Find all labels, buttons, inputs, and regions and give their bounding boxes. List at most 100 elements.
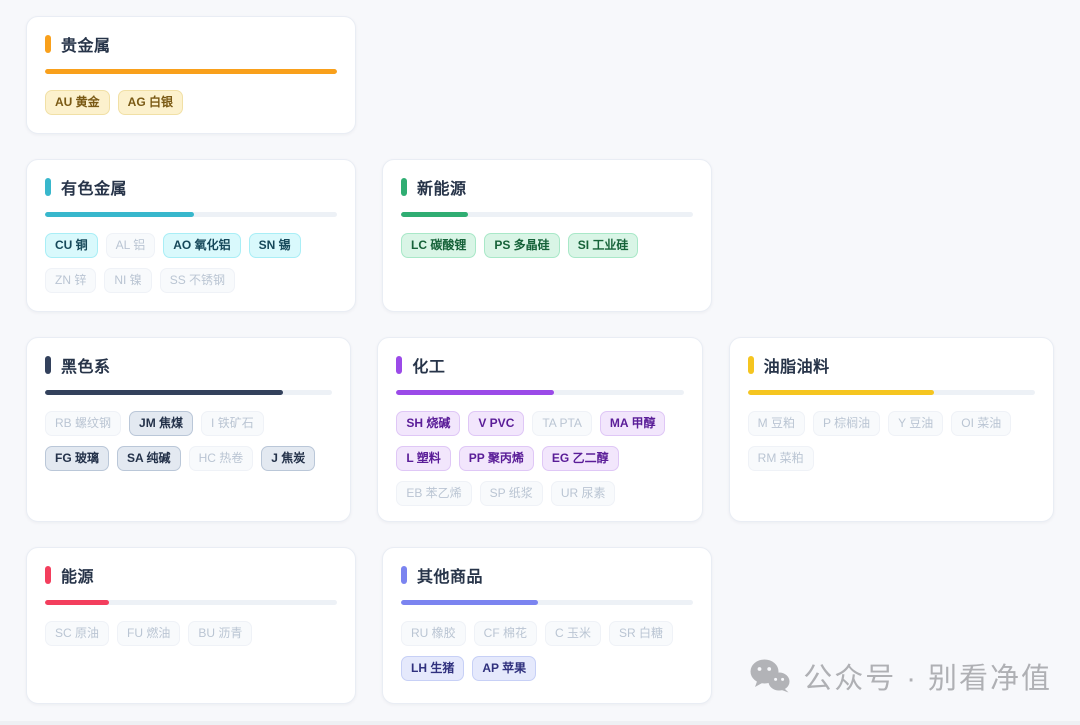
commodity-chip[interactable]: AO 氧化铝 — [163, 233, 241, 258]
chip-list: SH 烧碱 V PVC TA PTA MA 甲醇 L 塑料 PP 聚丙烯 EG 乙二醇 EB … — [396, 411, 683, 506]
commodity-chip[interactable]: V PVC — [468, 411, 525, 436]
category-title: 其他商品 — [417, 569, 484, 586]
card-header: 黑色系 — [45, 355, 332, 376]
commodity-chip[interactable]: P 棕榈油 — [813, 411, 881, 436]
commodity-chip[interactable]: SS 不锈钢 — [159, 268, 236, 293]
card-row: 能源 SC 原油 FU 燃油 BU 沥青 其他商品 RU 橡胶 CF 棉花 C 玉米 SR 白糖… — [26, 547, 1054, 704]
card-header: 新能源 — [401, 177, 693, 198]
accent-bar — [401, 566, 407, 584]
commodity-chip[interactable]: JM 焦煤 — [129, 411, 194, 436]
progress-track — [401, 212, 693, 217]
category-title: 能源 — [61, 569, 95, 586]
commodity-chip[interactable]: TA PTA — [532, 411, 592, 436]
commodity-chip[interactable]: PP 聚丙烯 — [458, 446, 534, 471]
commodity-chip[interactable]: MA 甲醇 — [599, 411, 666, 436]
commodity-chip[interactable]: CF 棉花 — [473, 621, 538, 646]
chip-list: M 豆粕 P 棕榈油 Y 豆油 OI 菜油 RM 菜粕 — [747, 411, 1035, 471]
commodity-chip[interactable]: BU 沥青 — [188, 621, 253, 646]
commodity-chip[interactable]: Y 豆油 — [888, 411, 944, 436]
commodity-chip[interactable]: AP 苹果 — [472, 656, 537, 681]
card-header: 油脂油料 — [747, 355, 1035, 376]
chip-list: SC 原油 FU 燃油 BU 沥青 — [45, 621, 337, 646]
card-header: 有色金属 — [45, 177, 337, 198]
card-row: 有色金属 CU 铜 AL 铝 AO 氧化铝 SN 锡 ZN 锌 NI 镍 SS 不锈钢 新能源 L… — [26, 159, 1054, 312]
category-title: 贵金属 — [61, 38, 111, 55]
commodity-chip[interactable]: RB 螺纹钢 — [45, 411, 122, 436]
commodity-chip[interactable]: PS 多晶硅 — [484, 233, 560, 258]
progress-track — [45, 69, 337, 74]
progress-fill — [45, 212, 194, 217]
commodity-chip[interactable]: J 焦炭 — [261, 446, 316, 471]
commodity-chip[interactable]: RU 橡胶 — [401, 621, 466, 646]
accent-bar — [401, 178, 407, 196]
watermark-text: 公众号 · 别看净值 — [803, 663, 1052, 695]
chip-list: LC 碳酸锂 PS 多晶硅 SI 工业硅 — [401, 233, 693, 258]
commodity-chip[interactable]: FG 玻璃 — [45, 446, 109, 471]
commodity-chip[interactable]: SP 纸浆 — [479, 481, 543, 506]
commodity-chip[interactable]: SH 烧碱 — [396, 411, 461, 436]
card-header: 能源 — [45, 565, 337, 586]
bottom-edge — [0, 721, 1080, 725]
card-header: 其他商品 — [401, 565, 693, 586]
commodity-chip[interactable]: AU 黄金 — [45, 90, 110, 115]
commodity-chip[interactable]: ZN 锌 — [45, 268, 97, 293]
category-card: 贵金属 AU 黄金 AG 白银 — [26, 16, 356, 134]
progress-fill — [45, 69, 337, 74]
commodity-chip[interactable]: SC 原油 — [45, 621, 110, 646]
category-card: 能源 SC 原油 FU 燃油 BU 沥青 — [26, 547, 356, 704]
commodity-chip[interactable]: UR 尿素 — [550, 481, 616, 506]
commodity-chip[interactable]: AG 白银 — [117, 90, 184, 115]
progress-fill — [45, 600, 110, 605]
commodity-chip[interactable]: HC 热卷 — [188, 446, 254, 471]
commodity-chip[interactable]: I 铁矿石 — [201, 411, 264, 436]
commodity-chip[interactable]: NI 镍 — [104, 268, 152, 293]
progress-fill — [401, 600, 539, 605]
accent-bar — [747, 356, 754, 374]
category-card: 黑色系 RB 螺纹钢 JM 焦煤 I 铁矿石 FG 玻璃 SA 纯碱 HC 热卷 J 焦炭 — [26, 337, 352, 522]
commodity-chip[interactable]: EG 乙二醇 — [541, 446, 619, 471]
progress-fill — [45, 390, 284, 395]
category-card: 有色金属 CU 铜 AL 铝 AO 氧化铝 SN 锡 ZN 锌 NI 镍 SS 不锈钢 — [26, 159, 356, 312]
chip-list: CU 铜 AL 铝 AO 氧化铝 SN 锡 ZN 锌 NI 镍 SS 不锈钢 — [45, 233, 337, 293]
commodity-chip[interactable]: OI 菜油 — [951, 411, 1012, 436]
card-header: 贵金属 — [45, 34, 337, 55]
commodity-chip[interactable]: M 豆粕 — [747, 411, 805, 436]
chip-list: RB 螺纹钢 JM 焦煤 I 铁矿石 FG 玻璃 SA 纯碱 HC 热卷 J 焦炭 — [45, 411, 332, 471]
accent-bar — [45, 566, 51, 584]
commodity-chip[interactable]: L 塑料 — [396, 446, 451, 471]
progress-track — [45, 600, 337, 605]
progress-track — [396, 390, 684, 395]
watermark: 公众号 · 别看净值 — [750, 655, 1052, 697]
commodity-chip[interactable]: LC 碳酸锂 — [401, 233, 477, 258]
category-title: 化工 — [412, 359, 446, 376]
progress-track — [45, 212, 337, 217]
category-card: 化工 SH 烧碱 V PVC TA PTA MA 甲醇 L 塑料 PP 聚丙烯 EG 乙二醇 E… — [377, 337, 703, 522]
progress-fill — [396, 390, 555, 395]
category-title: 新能源 — [417, 181, 467, 198]
accent-bar — [45, 356, 51, 374]
cards-area: 贵金属 AU 黄金 AG 白银有色金属 CU 铜 AL 铝 AO 氧化铝 SN 锡 ZN 锌 N… — [26, 16, 1054, 704]
commodity-chip[interactable]: SA 纯碱 — [117, 446, 181, 471]
card-row: 黑色系 RB 螺纹钢 JM 焦煤 I 铁矿石 FG 玻璃 SA 纯碱 HC 热卷 J 焦炭 化工… — [26, 337, 1054, 522]
chip-list: RU 橡胶 CF 棉花 C 玉米 SR 白糖 LH 生猪 AP 苹果 — [401, 621, 693, 681]
commodity-chip[interactable]: EB 苯乙烯 — [396, 481, 472, 506]
commodity-chip[interactable]: C 玉米 — [545, 621, 602, 646]
category-title: 有色金属 — [61, 181, 128, 198]
commodity-chip[interactable]: LH 生猪 — [401, 656, 465, 681]
progress-fill — [747, 390, 935, 395]
commodity-chip[interactable]: FU 燃油 — [117, 621, 181, 646]
commodity-chip[interactable]: CU 铜 — [45, 233, 98, 258]
accent-bar — [45, 178, 51, 196]
category-title: 黑色系 — [61, 359, 111, 376]
commodity-chip[interactable]: AL 铝 — [105, 233, 156, 258]
commodity-chip[interactable]: SI 工业硅 — [567, 233, 639, 258]
progress-track — [747, 390, 1035, 395]
commodity-chip[interactable]: SR 白糖 — [609, 621, 674, 646]
progress-fill — [401, 212, 469, 217]
commodity-chip[interactable]: SN 锡 — [248, 233, 301, 258]
accent-bar — [396, 356, 403, 374]
commodity-chip[interactable]: RM 菜粕 — [747, 446, 814, 471]
category-title: 油脂油料 — [763, 359, 830, 376]
wechat-icon — [750, 659, 790, 693]
